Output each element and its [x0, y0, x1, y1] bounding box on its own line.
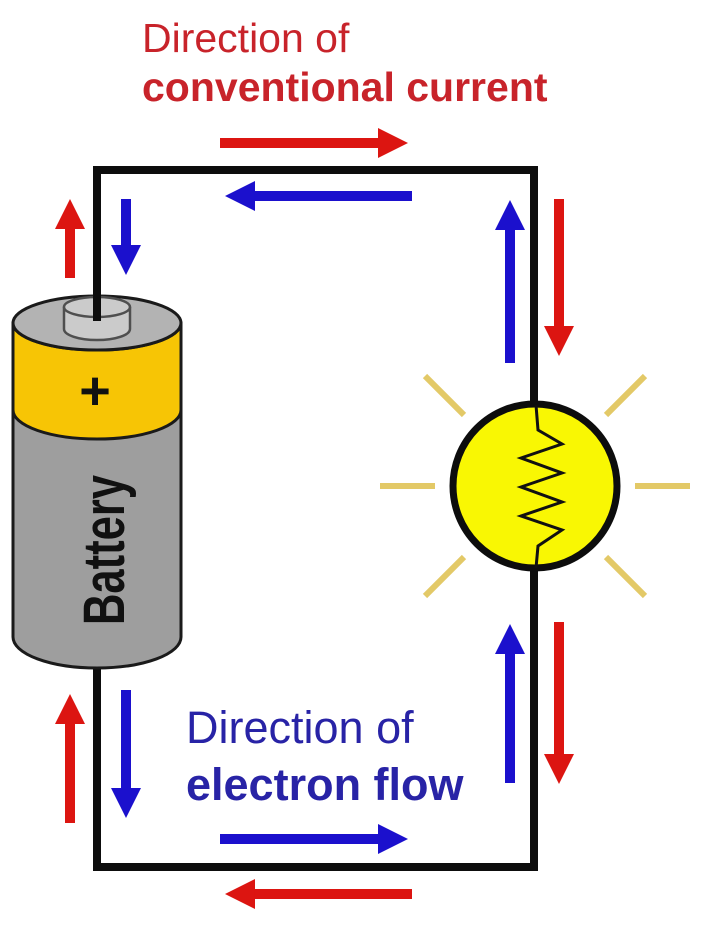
caption-electron-flow: Direction of electron flow	[186, 699, 464, 813]
bulb-globe	[449, 400, 621, 572]
battery-label: Battery	[72, 475, 137, 625]
caption-conventional-current: Direction of conventional current	[142, 14, 548, 112]
light-ray-bottom-left	[422, 554, 467, 599]
flow-arrows	[55, 128, 574, 909]
light-rays	[380, 373, 690, 599]
bulb-filament	[516, 404, 567, 569]
caption-electron-line2: electron flow	[186, 759, 464, 810]
caption-electron-line1: Direction of	[186, 702, 414, 753]
light-ray-top-left	[422, 373, 467, 418]
caption-conventional-line2: conventional current	[142, 64, 548, 110]
light-ray-bottom-right	[603, 554, 648, 599]
light-bulb	[380, 373, 690, 599]
caption-conventional-line1: Direction of	[142, 15, 350, 61]
battery-polarity-sign: +	[79, 361, 111, 421]
light-ray-top-right	[603, 373, 648, 418]
battery: + Battery	[11, 294, 183, 670]
